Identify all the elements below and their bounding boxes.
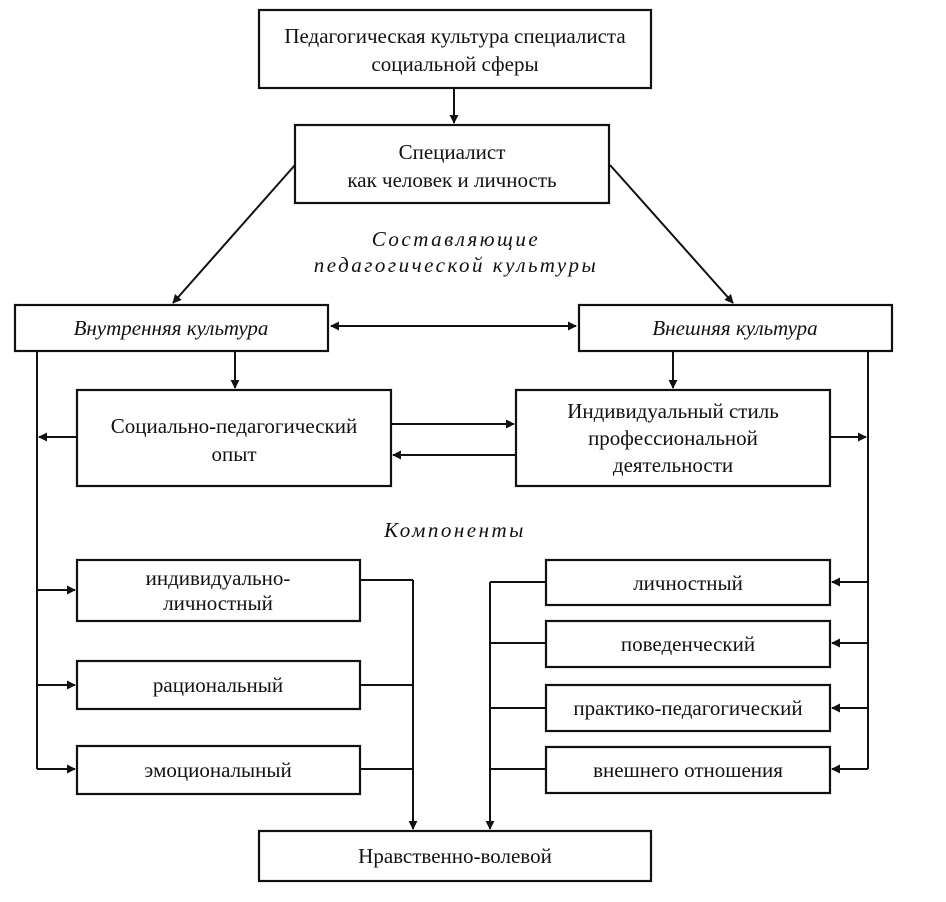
section-heading-components: Компоненты: [383, 518, 526, 542]
top-box-line1: Педагогическая культура специалиста: [284, 24, 626, 48]
left-component-2-label: рациональный: [153, 673, 283, 697]
social-experience-box: Социально-педагогический опыт: [75, 388, 393, 488]
bottom-box-label: Нравственно-волевой: [358, 844, 552, 868]
external-culture-box: Внешняя культура: [577, 303, 894, 353]
specialist-box: Специалист как человек и личность: [293, 123, 611, 205]
top-box-line2: социальной сферы: [371, 52, 538, 76]
top-box: Педагогическая культура специалиста соци…: [257, 8, 653, 90]
section-heading-components-of-culture-line2: педагогической культуры: [314, 253, 598, 277]
left-component-rational: рациональный: [75, 659, 362, 711]
left-component-1-line2: личностный: [163, 591, 273, 615]
arrow-specialist-to-internal: [172, 164, 296, 304]
right-component-1-label: личностный: [633, 571, 743, 595]
specialist-box-line2: как человек и личность: [347, 168, 556, 192]
specialist-box-line1: Специалист: [399, 140, 506, 164]
right-component-personal: личностный: [544, 558, 832, 607]
right-component-3-label: практико-педагогический: [573, 696, 802, 720]
individual-style-line2: профессиональной: [588, 426, 758, 450]
section-heading-components-of-culture-line1: Составляющие: [372, 227, 540, 251]
external-culture-label: Внешняя культура: [652, 316, 817, 340]
right-component-behavioral: поведенческий: [544, 619, 832, 669]
individual-style-line3: деятельности: [613, 453, 733, 477]
right-component-2-label: поведенческий: [621, 632, 755, 656]
right-component-practical-pedagogical: практико-педагогический: [544, 683, 832, 733]
individual-style-box: Индивидуальный стиль профессиональной де…: [514, 388, 832, 488]
connectors: [15, 88, 869, 830]
right-component-external-attitude: внешнего отношения: [544, 745, 832, 795]
social-experience-line2: опыт: [211, 442, 256, 466]
left-component-1-line1: индивидуально-: [146, 566, 291, 590]
left-component-individual-personal: индивидуально- личностный: [75, 558, 362, 623]
bottom-box: Нравственно-волевой: [257, 829, 653, 883]
social-experience-line1: Социально-педагогический: [111, 414, 357, 438]
left-component-3-label: эмоционалыный: [144, 758, 292, 782]
left-component-emotional: эмоционалыный: [75, 744, 362, 796]
individual-style-line1: Индивидуальный стиль: [567, 399, 779, 423]
internal-culture-label: Внутренняя культура: [74, 316, 269, 340]
internal-culture-box: Внутренняя культура: [13, 303, 330, 353]
right-component-4-label: внешнего отношения: [593, 758, 783, 782]
arrow-specialist-to-external: [609, 164, 734, 304]
